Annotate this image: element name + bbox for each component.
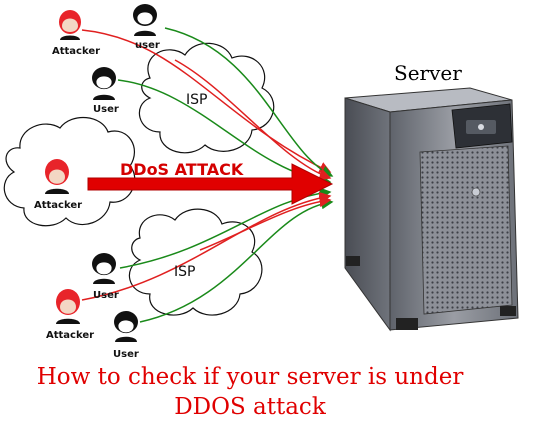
server-tower-icon — [344, 87, 519, 332]
ddos-attack-arrow — [87, 163, 334, 205]
user-top-right-label: user — [135, 40, 160, 51]
isp-cloud-bottom — [128, 208, 263, 316]
attacker-top-icon — [59, 10, 81, 40]
link-attacker-top — [81, 29, 332, 173]
isp-label-top: ISP — [186, 92, 207, 108]
attacker-bottom-label: Attacker — [46, 330, 94, 341]
user-bottom-icon — [92, 253, 116, 284]
server-title: Server — [394, 61, 462, 85]
ddos-attack-label: DDoS ATTACK — [120, 160, 244, 179]
link-attacker-bottom — [81, 191, 332, 301]
user-top-label: User — [93, 104, 119, 115]
link-user-top-right — [164, 27, 334, 177]
user-top-right-icon — [133, 4, 157, 36]
attacker-left-icon — [45, 159, 69, 194]
user-bottom-right-label: User — [113, 349, 139, 360]
user-bottom-right-icon — [114, 311, 138, 342]
attacker-left-label: Attacker — [34, 200, 82, 211]
caption-line-2: DDOS attack — [174, 394, 326, 420]
user-top-icon — [92, 67, 116, 100]
attacker-cloud-left — [3, 116, 136, 227]
link-isp-bottom-red — [199, 195, 332, 251]
attacker-bottom-icon — [56, 289, 80, 324]
isp-label-bottom: ISP — [174, 264, 195, 280]
link-isp-top-red — [174, 59, 332, 181]
attacker-top-label: Attacker — [52, 46, 100, 57]
caption: How to check if your server is under DDO… — [0, 362, 500, 422]
caption-line-1: How to check if your server is under — [36, 364, 464, 390]
user-bottom-label: User — [93, 290, 119, 301]
link-user-bottom-right — [139, 197, 334, 323]
